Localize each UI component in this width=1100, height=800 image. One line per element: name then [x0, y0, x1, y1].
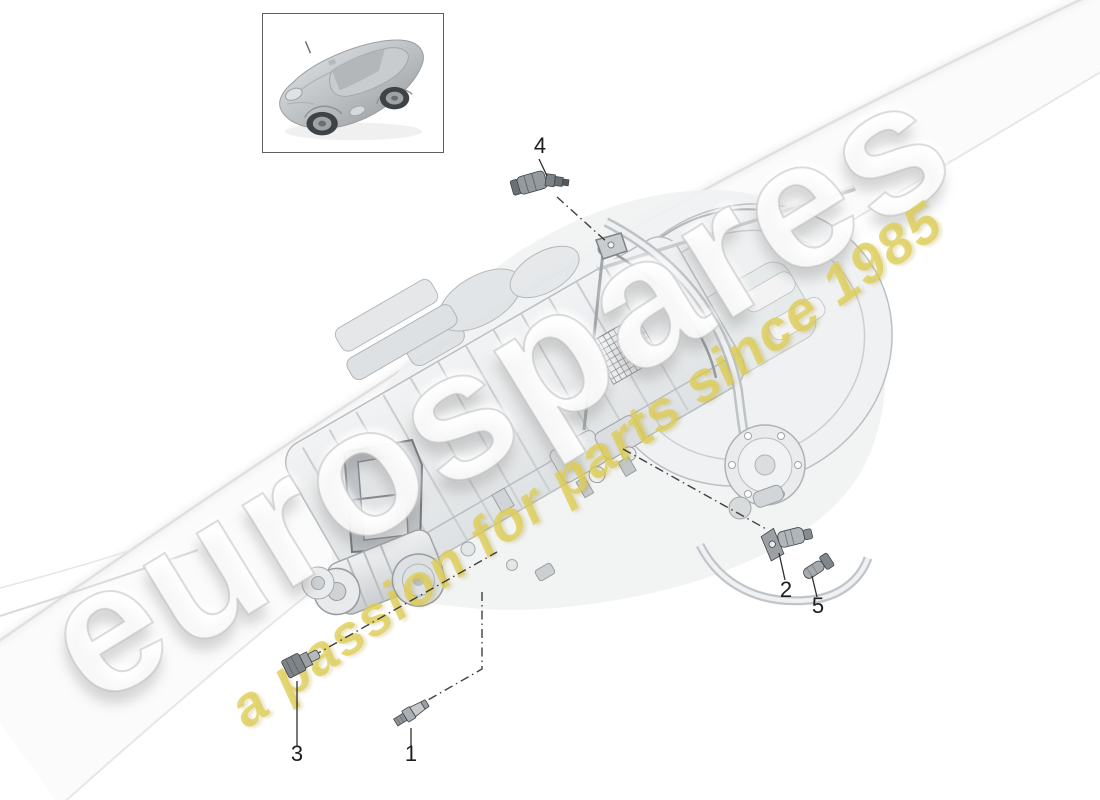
- part-number-5[interactable]: 5: [812, 593, 824, 618]
- mount-bracket: [342, 438, 424, 554]
- part-sensor-4[interactable]: [509, 164, 572, 204]
- assembly-line-3: [312, 551, 498, 657]
- assembly-line-2: [622, 448, 769, 531]
- leader-line-4: [538, 158, 548, 177]
- part-bolt-5[interactable]: [800, 552, 835, 582]
- part-sensor-2[interactable]: [760, 520, 816, 562]
- side-plates: [334, 278, 458, 381]
- part-number-1[interactable]: 1: [405, 741, 417, 766]
- car-icon: [279, 39, 424, 141]
- assembly-line-1: [427, 592, 483, 701]
- part-sensor-3[interactable]: [281, 645, 323, 679]
- vehicle-thumbnail: [262, 13, 444, 153]
- part-sensor-1[interactable]: [392, 697, 430, 728]
- shift-unit: [549, 415, 645, 499]
- part-number-2[interactable]: 2: [780, 577, 792, 602]
- leader-line-5: [811, 575, 818, 598]
- gearbox-illustration: [284, 184, 893, 616]
- dipstick-tube: [582, 251, 605, 431]
- diff-motor: [313, 529, 446, 616]
- output-flange: [724, 424, 806, 520]
- assembly-line-4: [556, 196, 609, 244]
- vent-mesh: [588, 315, 662, 385]
- part-number-4[interactable]: 4: [534, 133, 546, 158]
- leader-line-2: [778, 552, 786, 581]
- part-number-3[interactable]: 3: [291, 741, 303, 766]
